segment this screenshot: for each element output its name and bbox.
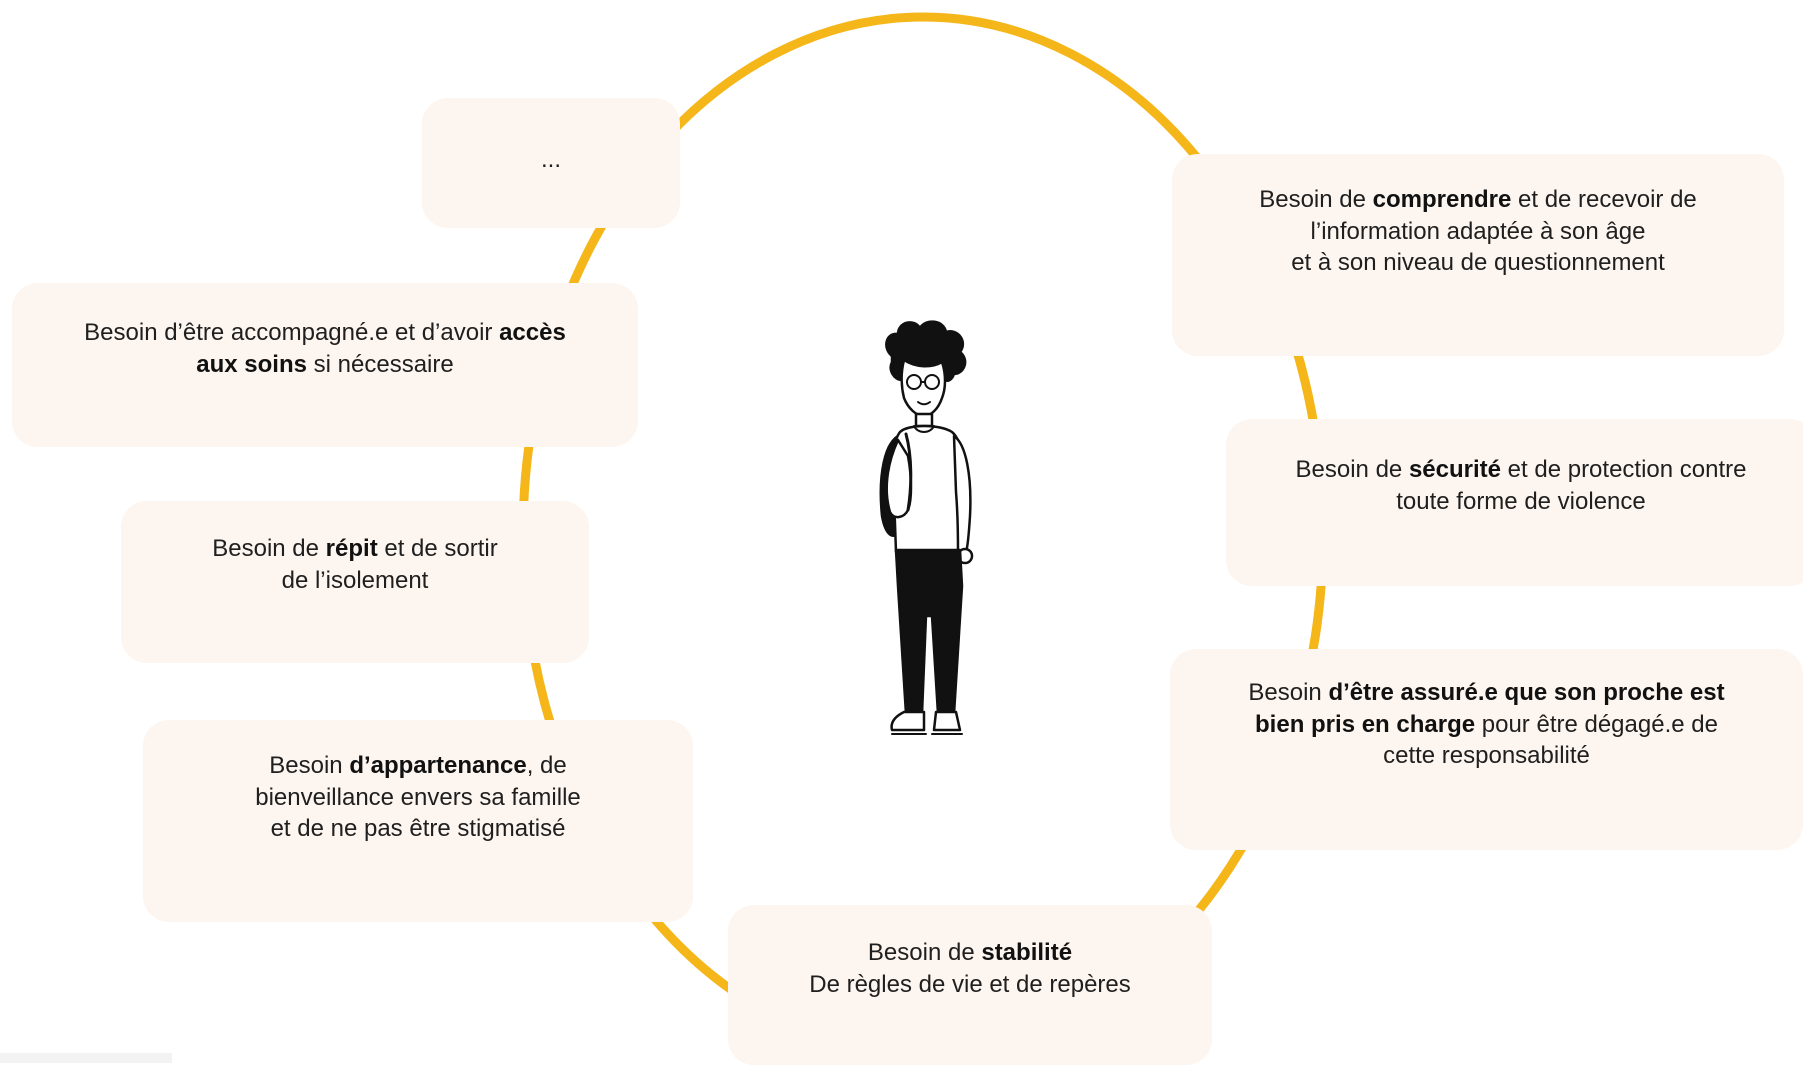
- emphasis-text: sécurité: [1408, 456, 1501, 483]
- bottom-left-strip: [0, 1053, 172, 1063]
- text-line: Besoin de stabilité: [809, 937, 1131, 969]
- need-text: ...: [541, 144, 561, 176]
- text-run: Besoin de: [867, 939, 982, 966]
- text-line: De règles de vie et de repères: [809, 969, 1131, 1001]
- text-run: et à son niveau de questionnement: [1291, 249, 1665, 276]
- text-run: Besoin de: [1295, 456, 1409, 483]
- emphasis-text: d’être assuré.e que son proche est: [1328, 679, 1725, 706]
- text-run: l’information adaptée à son âge: [1310, 217, 1646, 245]
- emphasis-text: aux soins: [196, 350, 307, 378]
- text-run: , de: [526, 752, 567, 779]
- text-line: Besoin de sécurité et de protection cont…: [1296, 454, 1747, 486]
- need-card-acces-soins: Besoin d’être accompagné.e et d’avoir ac…: [12, 283, 638, 447]
- text-run: et de recevoir de: [1511, 186, 1697, 213]
- text-line: cette responsabilité: [1248, 740, 1724, 772]
- text-run: Besoin de: [212, 535, 326, 562]
- need-text: Besoin d’être accompagné.e et d’avoir ac…: [84, 317, 566, 380]
- need-text: Besoin de sécurité et de protection cont…: [1296, 454, 1747, 517]
- need-card-securite: Besoin de sécurité et de protection cont…: [1226, 419, 1803, 586]
- text-run: ...: [540, 146, 561, 173]
- text-run: Besoin: [1248, 679, 1329, 706]
- text-run: cette responsabilité: [1383, 742, 1590, 769]
- need-card-assure: Besoin d’être assuré.e que son proche es…: [1170, 649, 1803, 850]
- text-line: bien pris en charge pour être dégagé.e d…: [1248, 709, 1724, 741]
- text-run: et de ne pas être stigmatisé: [270, 815, 566, 842]
- text-line: Besoin de répit et de sortir: [212, 533, 497, 565]
- text-run: pour être dégagé.e de: [1475, 710, 1718, 738]
- text-line: et à son niveau de questionnement: [1259, 247, 1697, 279]
- text-run: et de protection contre: [1501, 456, 1747, 483]
- emphasis-text: stabilité: [981, 939, 1073, 966]
- text-line: ...: [541, 144, 561, 176]
- emphasis-text: bien pris en charge: [1255, 710, 1476, 738]
- text-line: aux soins si nécessaire: [84, 349, 566, 381]
- text-run: Besoin: [269, 752, 350, 779]
- text-line: Besoin d’appartenance, de: [255, 750, 581, 782]
- text-line: l’information adaptée à son âge: [1259, 216, 1697, 248]
- need-text: Besoin d’être assuré.e que son proche es…: [1248, 677, 1724, 772]
- need-card-more: ...: [422, 98, 680, 228]
- emphasis-text: accès: [499, 319, 566, 346]
- text-run: bienveillance envers sa famille: [255, 783, 581, 811]
- text-run: si nécessaire: [306, 350, 454, 378]
- text-run: De règles de vie et de repères: [809, 970, 1131, 998]
- text-run: Besoin d’être accompagné.e et d’avoir: [84, 319, 500, 346]
- teenager-with-backpack-icon: [879, 320, 974, 735]
- emphasis-text: d’appartenance: [349, 752, 527, 779]
- text-line: Besoin de comprendre et de recevoir de: [1259, 184, 1697, 216]
- text-line: Besoin d’être accompagné.e et d’avoir ac…: [84, 317, 566, 349]
- text-run: de l’isolement: [281, 566, 429, 594]
- text-line: bienveillance envers sa famille: [255, 782, 581, 814]
- emphasis-text: comprendre: [1372, 186, 1512, 213]
- text-line: Besoin d’être assuré.e que son proche es…: [1248, 677, 1724, 709]
- text-line: toute forme de violence: [1296, 486, 1747, 518]
- emphasis-text: répit: [325, 535, 378, 562]
- text-run: Besoin de: [1259, 186, 1373, 213]
- text-line: de l’isolement: [212, 565, 497, 597]
- text-run: et de sortir: [377, 535, 498, 562]
- text-line: et de ne pas être stigmatisé: [255, 813, 581, 845]
- text-run: toute forme de violence: [1396, 487, 1646, 515]
